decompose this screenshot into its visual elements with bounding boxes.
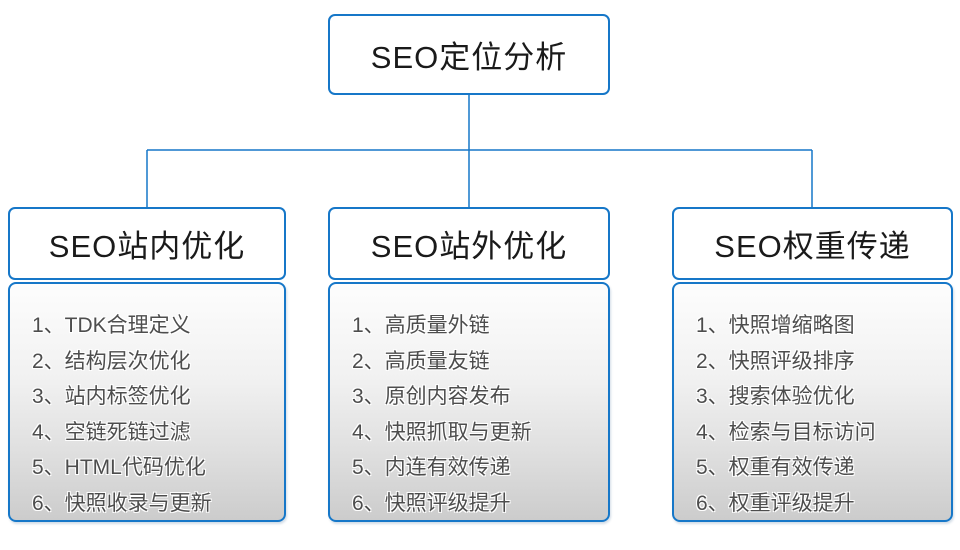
branch-onsite-optimization: SEO站内优化 1、TDK合理定义 2、结构层次优化 3、站内标签优化 4、空链… bbox=[8, 207, 286, 522]
list-item: 6、快照收录与更新 bbox=[32, 491, 212, 515]
branch-weight-item-list: 1、快照增缩略图 2、快照评级排序 3、搜索体验优化 4、检索与目标访问 5、权… bbox=[672, 282, 953, 522]
list-item: 2、结构层次优化 bbox=[32, 349, 191, 373]
list-item: 1、高质量外链 bbox=[352, 314, 490, 337]
branch-onsite-item-list: 1、TDK合理定义 2、结构层次优化 3、站内标签优化 4、空链死链过滤 5、H… bbox=[8, 282, 286, 522]
branch-weight-title: SEO权重传递 bbox=[714, 229, 911, 264]
list-item: 3、搜索体验优化 bbox=[696, 385, 855, 408]
branch-offsite-header: SEO站外优化 bbox=[328, 207, 610, 280]
list-item: 1、快照增缩略图 bbox=[696, 314, 855, 337]
list-item: 6、快照评级提升 bbox=[352, 491, 511, 515]
branch-onsite-header: SEO站内优化 bbox=[8, 207, 286, 280]
list-item: 2、高质量友链 bbox=[352, 349, 490, 373]
list-item: 3、站内标签优化 bbox=[32, 385, 191, 408]
list-item: 5、权重有效传递 bbox=[696, 456, 855, 479]
list-item: 3、原创内容发布 bbox=[352, 385, 511, 408]
list-item: 4、快照抓取与更新 bbox=[352, 420, 532, 444]
list-item: 1、TDK合理定义 bbox=[32, 314, 191, 337]
root-node: SEO定位分析 bbox=[328, 14, 610, 95]
branch-offsite-item-list: 1、高质量外链 2、高质量友链 3、原创内容发布 4、快照抓取与更新 5、内连有… bbox=[328, 282, 610, 522]
root-node-label: SEO定位分析 bbox=[370, 40, 568, 75]
branch-offsite-optimization: SEO站外优化 1、高质量外链 2、高质量友链 3、原创内容发布 4、快照抓取与… bbox=[328, 207, 610, 522]
list-item: 5、HTML代码优化 bbox=[32, 456, 206, 479]
list-item: 2、快照评级排序 bbox=[696, 349, 855, 373]
branch-weight-header: SEO权重传递 bbox=[672, 207, 953, 280]
list-item: 5、内连有效传递 bbox=[352, 456, 511, 479]
branch-onsite-title: SEO站内优化 bbox=[48, 229, 246, 264]
branch-weight-transfer: SEO权重传递 1、快照增缩略图 2、快照评级排序 3、搜索体验优化 4、检索与… bbox=[672, 207, 953, 522]
branch-offsite-title: SEO站外优化 bbox=[370, 229, 568, 264]
list-item: 4、检索与目标访问 bbox=[696, 420, 876, 444]
list-item: 6、权重评级提升 bbox=[696, 491, 855, 515]
list-item: 4、空链死链过滤 bbox=[32, 420, 191, 444]
